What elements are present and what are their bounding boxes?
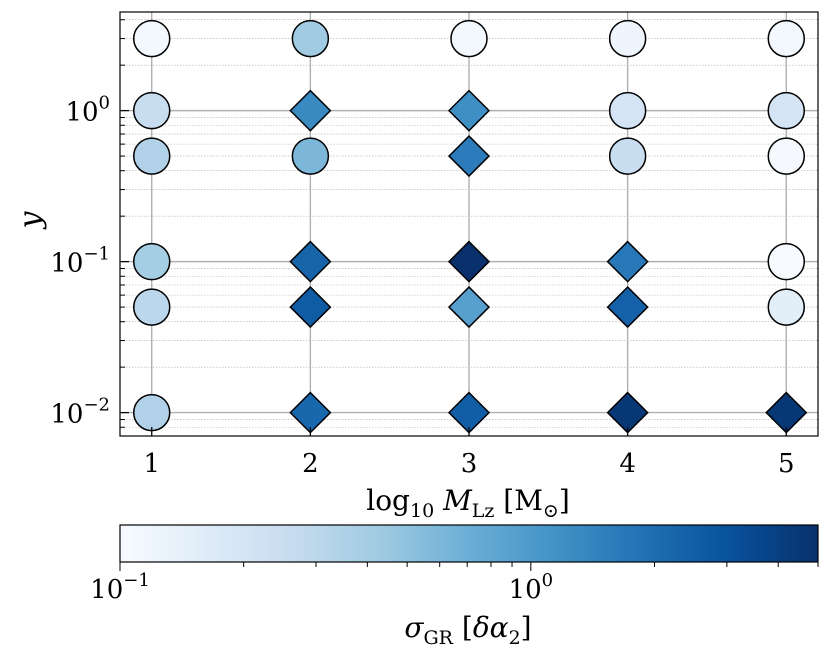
circle-marker xyxy=(767,288,806,326)
circle-marker xyxy=(767,137,806,175)
circle-marker xyxy=(767,19,806,58)
circle-marker xyxy=(291,19,330,58)
grid xyxy=(120,12,818,437)
diamond-marker xyxy=(606,240,649,283)
diamond-marker xyxy=(765,391,808,434)
diamond-marker xyxy=(289,286,332,329)
diamond-marker xyxy=(447,135,491,178)
x-axis-label: log10 MLz [M⊙] xyxy=(366,484,570,522)
diamond-marker xyxy=(447,89,491,132)
circle-marker xyxy=(608,137,647,175)
y-tick-label: 10−2 xyxy=(50,395,110,430)
circle-marker xyxy=(132,137,171,175)
diamond-marker xyxy=(289,240,332,283)
colorbar-tick-label: 10−1 xyxy=(90,570,150,605)
circle-marker xyxy=(608,19,647,58)
colorbar xyxy=(119,524,819,563)
circle-marker xyxy=(608,91,647,130)
circle-marker xyxy=(132,288,171,326)
colorbar-tick-label: 100 xyxy=(509,570,554,605)
circle-marker xyxy=(767,91,806,130)
circle-marker xyxy=(450,19,488,58)
x-tick-label: 1 xyxy=(143,449,160,479)
circle-marker xyxy=(132,91,171,130)
diamond-marker xyxy=(606,391,649,434)
diamond-marker xyxy=(447,240,491,283)
y-tick-label: 100 xyxy=(65,93,110,128)
x-tick-label: 4 xyxy=(619,449,636,479)
circle-marker xyxy=(767,242,806,281)
circle-marker xyxy=(132,19,171,58)
colorbar-ticks: 10−1 100 xyxy=(90,562,819,605)
x-tick-label: 5 xyxy=(778,449,795,479)
diamond-marker xyxy=(606,286,649,329)
x-tick-label: 3 xyxy=(461,449,478,479)
x-tick-label: 2 xyxy=(302,449,319,479)
diamond-marker xyxy=(447,286,491,329)
axis-ticks: 10−2 10−1 100 1 2 3 4 5 xyxy=(50,19,795,479)
diamond-marker xyxy=(447,391,491,434)
y-axis-label: y xyxy=(13,210,48,230)
colorbar-label: σGR [δα2] xyxy=(404,611,531,649)
data-points xyxy=(132,19,808,434)
circle-marker xyxy=(132,242,171,281)
diamond-marker xyxy=(289,89,332,132)
circle-marker xyxy=(291,137,330,175)
diamond-marker xyxy=(289,391,332,434)
circle-marker xyxy=(132,393,171,432)
y-tick-label: 10−1 xyxy=(50,244,110,279)
